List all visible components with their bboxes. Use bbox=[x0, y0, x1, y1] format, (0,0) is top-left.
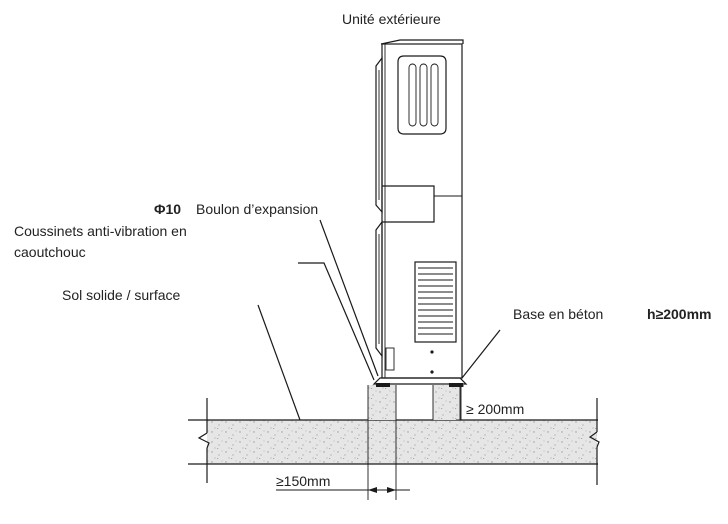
pads-label-line2: caoutchouc bbox=[14, 244, 86, 260]
concrete-base-left bbox=[367, 385, 397, 420]
base-label: Base en béton bbox=[513, 306, 603, 322]
concrete-base-right bbox=[432, 385, 462, 420]
base-width-dimension bbox=[276, 420, 410, 500]
outdoor-unit bbox=[372, 39, 468, 387]
leader-lines bbox=[257, 219, 501, 421]
bolt-label: Boulon d’expansion bbox=[196, 201, 318, 217]
bolt-size-label: Φ10 bbox=[154, 201, 181, 217]
outdoor-unit-label: Unité extérieure bbox=[342, 11, 441, 27]
height-dimension-label: ≥ 200mm bbox=[466, 401, 524, 417]
ground-label: Sol solide / surface bbox=[62, 287, 180, 303]
ground-slab bbox=[188, 398, 600, 485]
width-dimension-label: ≥150mm bbox=[276, 473, 330, 489]
louvre-grille bbox=[414, 261, 457, 343]
pads-label-line1: Coussinets anti-vibration en bbox=[14, 223, 187, 239]
base-height-dimension bbox=[456, 385, 464, 421]
base-height-label: h≥200mm bbox=[647, 306, 712, 322]
